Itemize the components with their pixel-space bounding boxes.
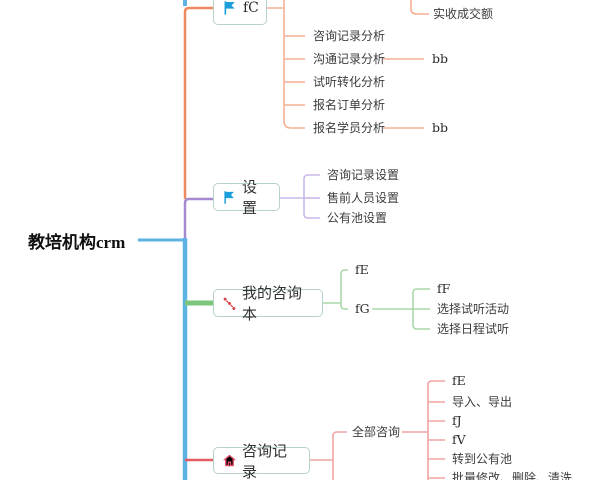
node-zixun-jilu-fenxi[interactable]: 咨询记录分析 — [313, 29, 386, 43]
records-branch-lines — [310, 380, 445, 480]
home-icon — [222, 453, 237, 468]
flag-icon — [222, 190, 237, 205]
node-bb-1[interactable]: bb — [432, 51, 449, 66]
node-shouqian-renyuan-shezhi[interactable]: 售前人员设置 — [327, 191, 400, 205]
scatter-icon — [222, 296, 237, 311]
topic-settings-label: 设置 — [242, 179, 258, 217]
node-xuanze-shiting-huodong[interactable]: 选择试听活动 — [437, 302, 510, 316]
node-quanbu-zixun[interactable]: 全部咨询 — [352, 425, 401, 439]
node-fe-2[interactable]: fE — [452, 373, 466, 388]
topic-consult-records-label: 咨询记录 — [242, 442, 288, 480]
node-xuanze-richeng-shiting[interactable]: 选择日程试听 — [437, 322, 510, 336]
node-shishou-chengjiaoe[interactable]: 实收成交额 — [433, 7, 494, 21]
flag-icon — [222, 0, 238, 16]
notebook-branch-lines — [323, 269, 430, 330]
node-fv[interactable]: fV — [452, 432, 466, 447]
node-baoming-xueyuan-fenxi[interactable]: 报名学员分析 — [313, 121, 386, 135]
node-bb-2[interactable]: bb — [432, 120, 449, 135]
node-shiting-zhuanhua-fenxi[interactable]: 试听转化分析 — [313, 75, 386, 89]
node-goutong-jilu-fenxi[interactable]: 沟通记录分析 — [313, 52, 386, 66]
node-piliang-xiugai[interactable]: 批量修改、删除、清洗 — [452, 471, 573, 480]
node-gongyouchi-shezhi[interactable]: 公有池设置 — [327, 211, 388, 225]
fc-branch-lines — [267, 0, 429, 129]
node-fg[interactable]: fG — [355, 301, 370, 316]
topic-consult-records[interactable]: 咨询记录 — [213, 443, 310, 480]
topic-fc[interactable]: fC — [213, 0, 267, 25]
node-zhuandao-gongyouchi[interactable]: 转到公有池 — [452, 452, 513, 466]
topic-my-notebook[interactable]: 我的咨询本 — [213, 285, 323, 323]
node-baoming-dingdan-fenxi[interactable]: 报名订单分析 — [313, 98, 386, 112]
node-fe[interactable]: fE — [355, 262, 369, 277]
node-ff[interactable]: fF — [437, 281, 451, 296]
node-fj[interactable]: fJ — [452, 413, 462, 428]
topic-fc-label: fC — [243, 0, 259, 16]
node-daoru-daochu[interactable]: 导入、导出 — [452, 395, 513, 409]
settings-branch-lines — [280, 174, 320, 219]
root-topic[interactable]: 教培机构crm — [28, 233, 126, 252]
trunk-lines — [138, 0, 213, 480]
topic-settings[interactable]: 设置 — [213, 179, 280, 217]
node-zixun-jilu-shezhi[interactable]: 咨询记录设置 — [327, 168, 400, 182]
topic-my-notebook-label: 我的咨询本 — [242, 285, 303, 323]
